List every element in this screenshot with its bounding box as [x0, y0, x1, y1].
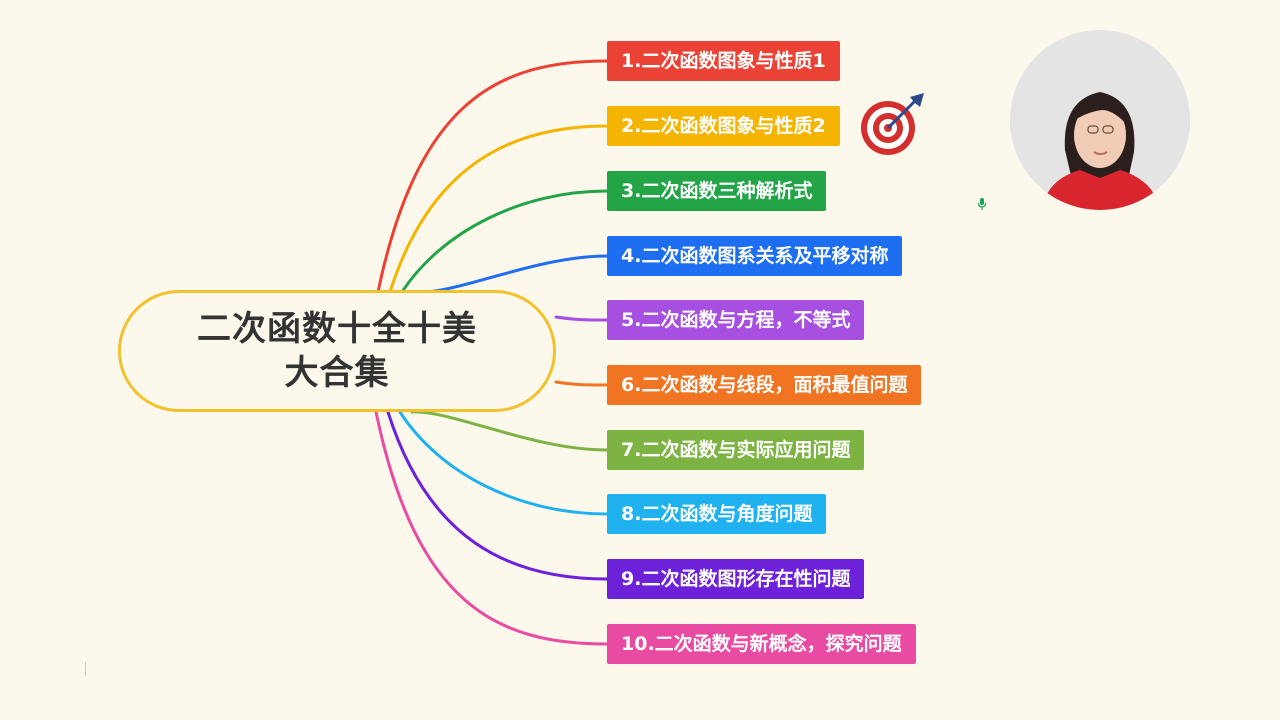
branch-line-4: [412, 254, 609, 294]
branch-line-3: [400, 189, 609, 294]
topic-9[interactable]: 9.二次函数图形存在性问题: [607, 559, 865, 599]
branch-line-10: [374, 410, 609, 646]
branch-line-5: [554, 315, 609, 322]
branch-line-6: [554, 380, 609, 387]
branch-line-1: [376, 59, 609, 294]
topic-6[interactable]: 6.二次函数与线段，面积最值问题: [607, 365, 922, 405]
topic-2[interactable]: 2.二次函数图象与性质2: [607, 106, 840, 146]
topic-10[interactable]: 10.二次函数与新概念，探究问题: [607, 624, 916, 664]
branch-line-8: [398, 410, 609, 516]
topic-8[interactable]: 8.二次函数与角度问题: [607, 494, 827, 534]
topic-3[interactable]: 3.二次函数三种解析式: [607, 171, 827, 211]
branch-line-9: [386, 410, 609, 581]
topic-7[interactable]: 7.二次函数与实际应用问题: [607, 430, 865, 470]
central-topic-line-2: 大合集: [284, 353, 390, 393]
target-with-arrow-icon: [861, 93, 924, 155]
central-topic[interactable]: 二次函数十全十美 大合集: [118, 290, 556, 412]
branch-line-2: [388, 124, 609, 294]
presenter-webcam: [1010, 30, 1190, 210]
divider-mark: [85, 662, 86, 676]
topic-1[interactable]: 1.二次函数图象与性质1: [607, 41, 840, 81]
topic-4[interactable]: 4.二次函数图系关系及平移对称: [607, 236, 903, 276]
microphone-icon[interactable]: [977, 197, 987, 211]
topic-5[interactable]: 5.二次函数与方程，不等式: [607, 300, 865, 340]
branch-line-7: [410, 410, 609, 452]
presenter-video: [1010, 30, 1190, 210]
central-topic-line-1: 二次函数十全十美: [197, 309, 477, 349]
